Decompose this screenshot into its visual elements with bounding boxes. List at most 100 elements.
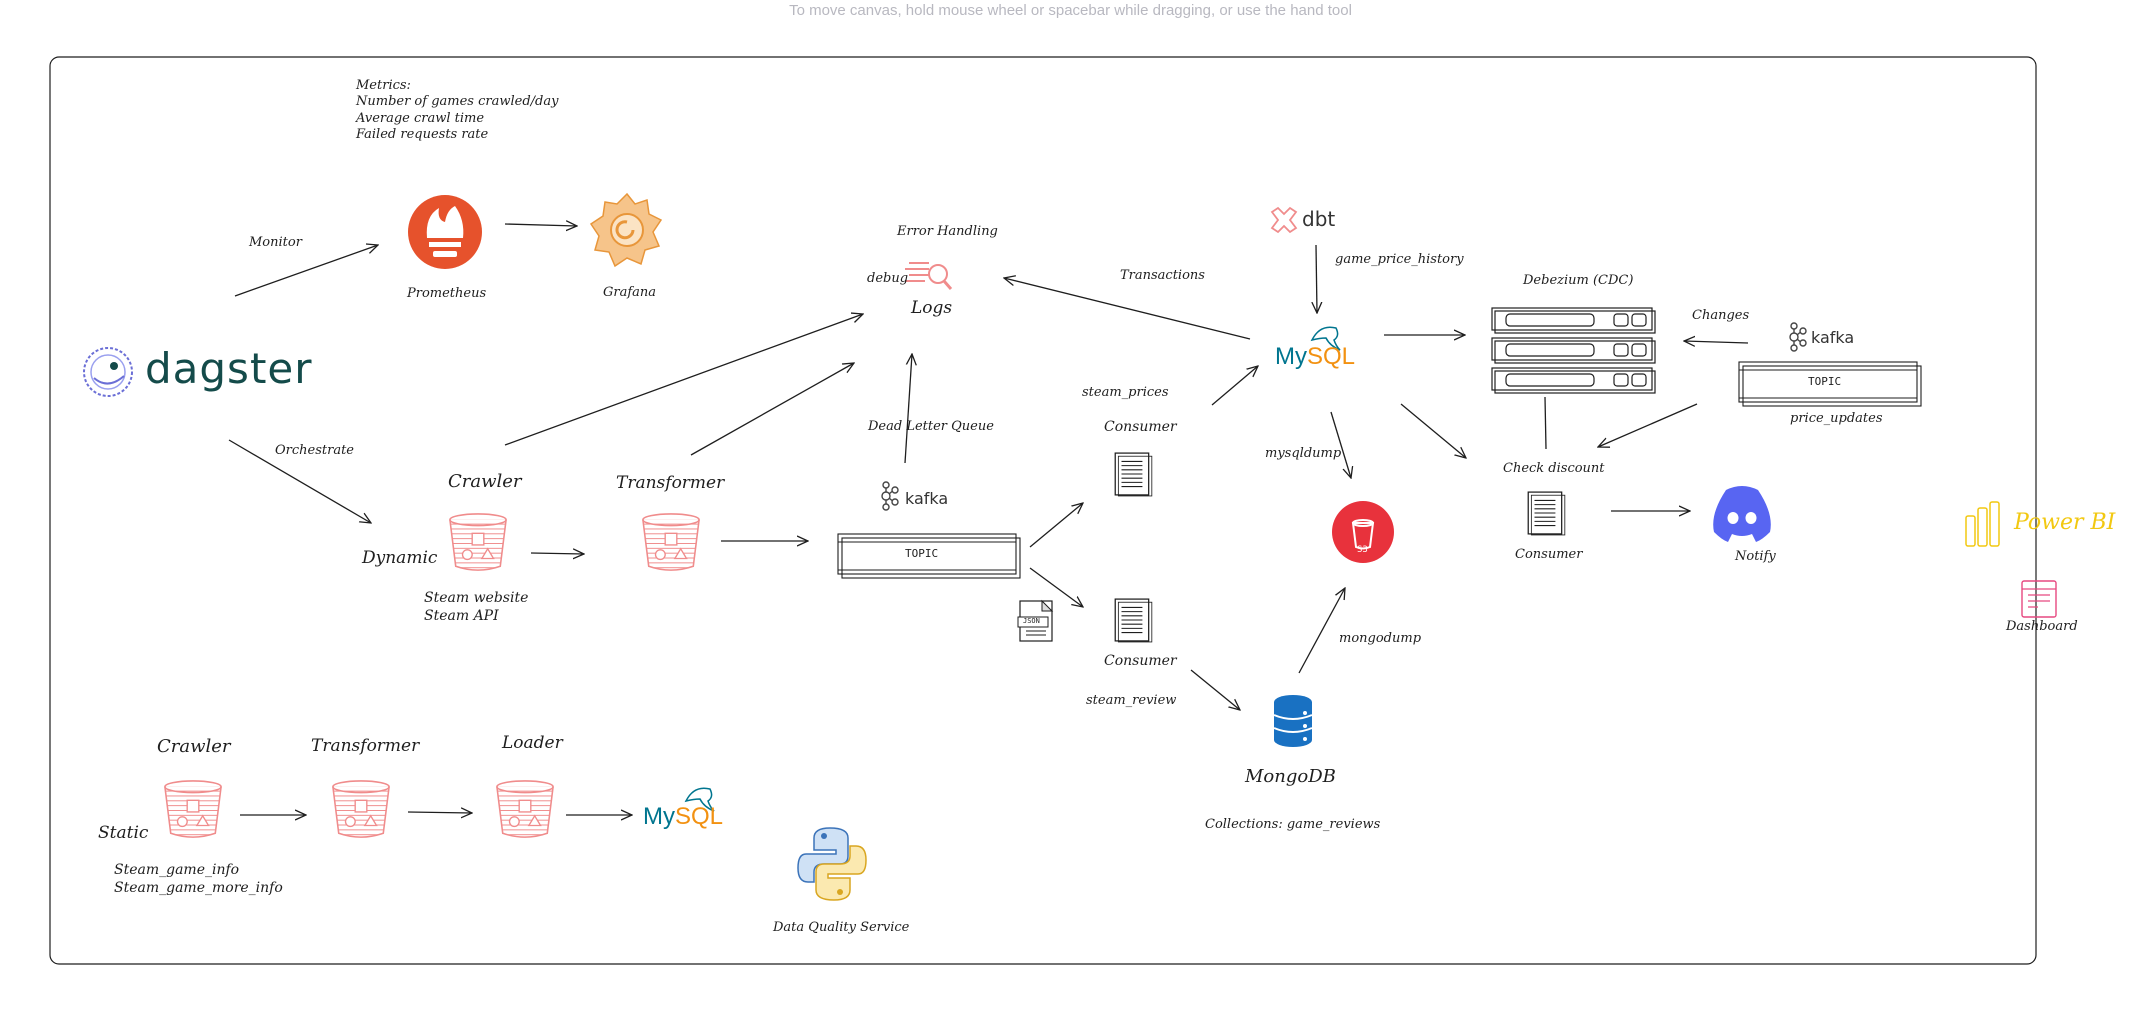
dashboard-icon xyxy=(2021,580,2057,618)
mysql-logo-text: MySQL xyxy=(1275,343,1355,371)
debug-label: debug xyxy=(867,271,909,286)
arrow-transactions xyxy=(1004,278,1251,340)
arrow-mysql-check xyxy=(1400,403,1466,458)
mysql-static-logo-text: MySQL xyxy=(643,803,723,831)
dynamic-label: Dynamic xyxy=(362,548,438,568)
main-frame xyxy=(49,56,2037,965)
source-line: Steam website xyxy=(424,590,529,606)
mysql-my: My xyxy=(643,803,675,830)
bucket-icon xyxy=(642,513,700,571)
mysql-dolphin-icon xyxy=(684,787,715,812)
power-bi-label: Power BI xyxy=(2014,510,2116,535)
arrow-static-transformer-loader xyxy=(407,812,472,813)
kafka-icon xyxy=(881,481,899,511)
transactions-label: Transactions xyxy=(1120,268,1205,283)
static-sources: Steam_game_info Steam_game_more_info xyxy=(114,862,283,897)
topic-right-label: TOPIC xyxy=(1808,375,1842,388)
grafana-label: Grafana xyxy=(603,285,657,300)
s3-label: S3 xyxy=(1357,545,1368,555)
metrics-line: Failed requests rate xyxy=(356,126,489,142)
arrow-topic-consumer-top xyxy=(1029,503,1083,548)
steam-review-label: steam_review xyxy=(1086,693,1177,708)
collections-label: Collections: game_reviews xyxy=(1205,817,1381,832)
json-file-label: JSON xyxy=(1023,617,1040,625)
arrow-topic-consumer-bottom xyxy=(1029,567,1083,607)
discord-icon xyxy=(1713,486,1771,542)
dbt-icon xyxy=(1270,206,1298,234)
arrow-prometheus-grafana xyxy=(504,224,577,226)
document-icon xyxy=(1527,491,1566,536)
kafka-right-label: kafka xyxy=(1811,328,1855,347)
s3-bucket-icon xyxy=(1332,501,1394,563)
arrow-crawler-logs xyxy=(504,314,863,446)
arrow-transformer-logs xyxy=(690,363,854,456)
dbt-label: dbt xyxy=(1302,207,1336,231)
dashboard-label: Dashboard xyxy=(2006,619,2078,634)
notify-label: Notify xyxy=(1735,549,1776,564)
arrow-orchestrate xyxy=(228,439,371,523)
dagster-logo-icon xyxy=(83,347,133,397)
mysql-sql: SQL xyxy=(675,803,724,830)
arrow-dlq-logs xyxy=(904,354,912,464)
mysql-sql: SQL xyxy=(1307,343,1356,370)
grafana-icon xyxy=(589,192,663,268)
price-updates-label: price_updates xyxy=(1790,411,1883,426)
consumer-bottom-label: Consumer xyxy=(1104,653,1177,669)
monitor-label: Monitor xyxy=(249,235,302,250)
json-file-icon xyxy=(1017,599,1054,642)
mongodump-label: mongodump xyxy=(1339,631,1422,646)
logs-label: Logs xyxy=(911,298,953,318)
check-discount-label: Check discount xyxy=(1503,461,1605,476)
orchestrate-label: Orchestrate xyxy=(275,443,354,458)
crawler-static-label: Crawler xyxy=(157,736,231,757)
prometheus-label: Prometheus xyxy=(407,286,487,301)
transformer-static-label: Transformer xyxy=(311,736,420,756)
steam-prices-label: steam_prices xyxy=(1082,385,1169,400)
debezium-label: Debezium (CDC) xyxy=(1523,273,1634,288)
static-label: Static xyxy=(98,823,149,843)
source-line: Steam_game_info xyxy=(114,862,240,878)
arrow-changes xyxy=(1684,341,1749,343)
arrow-mysqldump xyxy=(1330,411,1351,478)
bucket-icon xyxy=(496,780,554,838)
mongodb-label: MongoDB xyxy=(1245,766,1336,787)
source-line: Steam API xyxy=(424,607,499,624)
power-bi-icon xyxy=(1965,501,2000,547)
arrow-consumer-mongodb xyxy=(1190,669,1240,710)
loader-static-label: Loader xyxy=(502,733,563,753)
document-icon xyxy=(1114,598,1153,643)
kafka-icon xyxy=(1789,322,1807,352)
error-handling-label: Error Handling xyxy=(897,224,998,239)
bucket-icon xyxy=(332,780,390,838)
topic-box-right xyxy=(1738,361,1922,407)
topic-mid-label: TOPIC xyxy=(905,547,939,560)
changes-label: Changes xyxy=(1692,308,1750,323)
arrow-consumer-mysql xyxy=(1211,366,1258,406)
prometheus-icon xyxy=(408,195,482,269)
mysql-my: My xyxy=(1275,343,1307,370)
kafka-mid-label: kafka xyxy=(905,489,949,508)
metrics-line: Number of games crawled/day xyxy=(356,94,559,110)
metrics-title: Metrics: xyxy=(356,78,411,93)
dynamic-sources: Steam website Steam API xyxy=(424,590,528,625)
logs-icon xyxy=(905,262,953,290)
canvas-hint: To move canvas, hold mouse wheel or spac… xyxy=(789,2,1352,19)
mysqldump-label: mysqldump xyxy=(1265,446,1342,461)
metrics-line: Average crawl time xyxy=(356,110,485,126)
arrow-monitor xyxy=(234,245,378,297)
transformer-dynamic-label: Transformer xyxy=(616,473,725,493)
dagster-wordmark: dagster xyxy=(145,344,313,393)
document-icon xyxy=(1114,452,1153,497)
bucket-icon xyxy=(449,513,507,571)
arrow-dbt-mysql xyxy=(1316,244,1317,313)
crawler-dynamic-label: Crawler xyxy=(448,471,522,492)
consumer-right-label: Consumer xyxy=(1515,547,1583,562)
mongodb-icon xyxy=(1273,695,1313,747)
metrics-note: Metrics: Number of games crawled/day Ave… xyxy=(356,78,558,143)
data-quality-label: Data Quality Service xyxy=(773,920,910,935)
arrow-mongodump xyxy=(1298,588,1345,674)
topic-box-mid xyxy=(837,533,1021,579)
mysql-dolphin-icon xyxy=(1310,326,1341,351)
arrow-topic-check xyxy=(1598,403,1698,447)
